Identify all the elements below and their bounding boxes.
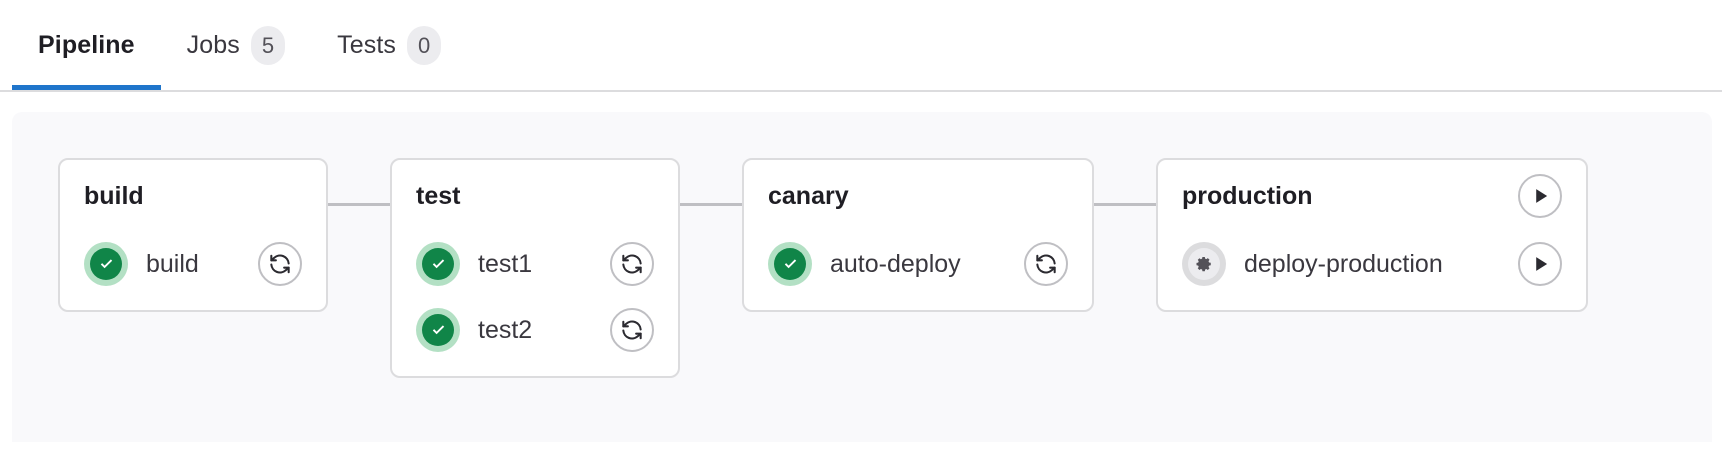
job-info: deploy-production bbox=[1182, 242, 1443, 286]
retry-icon[interactable] bbox=[1024, 242, 1068, 286]
job-row[interactable]: deploy-production bbox=[1158, 238, 1586, 290]
stage-header-test: test bbox=[392, 180, 678, 212]
retry-icon[interactable] bbox=[610, 242, 654, 286]
stage-card-production: production bbox=[1156, 158, 1588, 312]
stage-title-build: build bbox=[84, 181, 144, 210]
stage-card-test: test test1 bbox=[390, 158, 680, 378]
job-info: test2 bbox=[416, 308, 532, 352]
job-name: test2 bbox=[478, 315, 533, 344]
tab-tests-label: Tests bbox=[337, 30, 396, 59]
stage-title-test: test bbox=[416, 181, 461, 210]
stage-card-build: build build bbox=[58, 158, 328, 312]
status-core bbox=[1188, 248, 1220, 280]
tab-tests[interactable]: Tests 0 bbox=[311, 0, 467, 90]
stage-card-canary: canary auto-deploy bbox=[742, 158, 1094, 312]
job-row[interactable]: auto-deploy bbox=[744, 238, 1092, 290]
job-name: build bbox=[146, 249, 199, 278]
stage-header-build: build bbox=[60, 180, 326, 212]
tab-jobs-label: Jobs bbox=[186, 30, 240, 59]
job-row[interactable]: test2 bbox=[392, 304, 678, 356]
job-info: test1 bbox=[416, 242, 532, 286]
stage-list: build build bbox=[58, 158, 1588, 378]
pipeline-graph-panel: build build bbox=[12, 112, 1712, 442]
stage-header-production: production bbox=[1158, 174, 1586, 218]
stage-connector bbox=[1094, 203, 1156, 206]
tab-list: Pipeline Jobs 5 Tests 0 bbox=[12, 0, 467, 90]
stage-header-canary: canary bbox=[744, 180, 1092, 212]
retry-icon[interactable] bbox=[258, 242, 302, 286]
stage-title-canary: canary bbox=[768, 181, 849, 210]
job-info: auto-deploy bbox=[768, 242, 961, 286]
check-circle-icon bbox=[84, 242, 128, 286]
job-row[interactable]: test1 bbox=[392, 238, 678, 290]
status-core bbox=[774, 248, 806, 280]
gear-icon bbox=[1182, 242, 1226, 286]
tab-jobs-badge: 5 bbox=[250, 25, 286, 65]
tab-jobs[interactable]: Jobs 5 bbox=[161, 0, 311, 90]
check-circle-icon bbox=[416, 308, 460, 352]
stage-title-production: production bbox=[1182, 181, 1313, 210]
check-circle-icon bbox=[416, 242, 460, 286]
tab-tests-badge: 0 bbox=[407, 25, 442, 65]
job-name: test1 bbox=[478, 249, 533, 278]
status-core bbox=[422, 248, 454, 280]
job-info: build bbox=[84, 242, 199, 286]
job-name: auto-deploy bbox=[830, 249, 961, 278]
play-icon[interactable] bbox=[1518, 242, 1562, 286]
status-core bbox=[422, 314, 454, 346]
job-name: deploy-production bbox=[1244, 249, 1443, 278]
status-core bbox=[90, 248, 122, 280]
play-icon[interactable] bbox=[1518, 174, 1562, 218]
stage-connector bbox=[680, 203, 742, 206]
tab-bar: Pipeline Jobs 5 Tests 0 bbox=[0, 0, 1722, 92]
retry-icon[interactable] bbox=[610, 308, 654, 352]
job-row[interactable]: build bbox=[60, 238, 326, 290]
stage-connector bbox=[328, 203, 390, 206]
tab-pipeline-label: Pipeline bbox=[38, 30, 135, 59]
tab-pipeline[interactable]: Pipeline bbox=[12, 0, 161, 90]
check-circle-icon bbox=[768, 242, 812, 286]
